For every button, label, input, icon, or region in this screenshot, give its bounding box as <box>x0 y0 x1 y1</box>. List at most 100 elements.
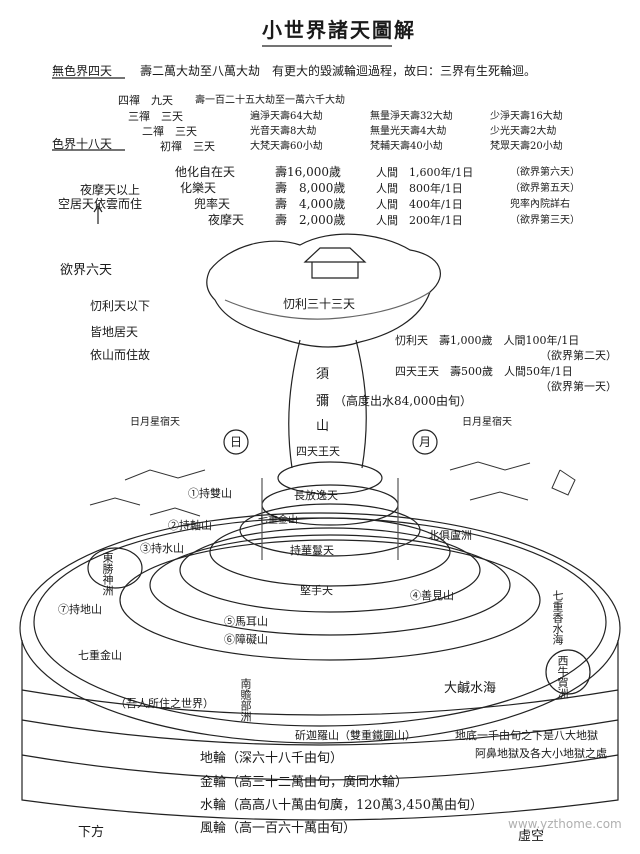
trayastrimsa-label: 忉利三十三天 <box>283 297 356 311</box>
mountain-ring-5 <box>239 503 421 557</box>
sun-label: 日 <box>230 435 243 449</box>
mountain-ring-2 <box>149 534 511 636</box>
desire-heaven-tag: （欲界第三天） <box>510 215 580 226</box>
form-first-c1: 大梵天壽60小劫 <box>250 141 323 152</box>
left-note-line1: 夜摩天以上 <box>80 183 141 197</box>
our-world-note: （吾人所住之世界） <box>115 697 214 710</box>
terrace-label-1: 長放逸天 <box>294 489 338 502</box>
west-continent-outline <box>545 649 591 695</box>
sumeru-char-3: 山 <box>316 419 330 434</box>
sumeru-char-2: 彌 <box>316 394 330 409</box>
trayastrimsa-life-1: 忉利天 壽1,000歲 人間100年/1日 <box>395 334 580 347</box>
desire-heaven-tag: （欲界第五天） <box>510 183 580 194</box>
desire-heaven-name: 夜摩天 <box>208 213 245 227</box>
trayastrimsa-note-2: 皆地居天 <box>90 325 139 339</box>
up-arrow-icon <box>93 204 103 213</box>
desire-heaven-name: 兜率天 <box>194 197 231 211</box>
wheel-band-1 <box>21 689 619 716</box>
iron-ring-outer <box>19 512 621 744</box>
desire-six-label: 欲界六天 <box>60 263 113 278</box>
constellation-left <box>89 469 206 517</box>
terrace-label-3: 堅手天 <box>300 584 333 597</box>
mountain-ring-7 <box>277 461 383 495</box>
south-continent: 南贍部洲 <box>239 678 252 722</box>
desire-heaven-equiv: 人間 400年/1日 <box>376 198 463 211</box>
iron-ring-label: 斫迦羅山（雙重鐵圍山） <box>295 729 416 742</box>
four-kings-life-1: 四天王天 壽500歲 人間50年/1日 <box>395 365 573 378</box>
palace-icon <box>303 247 367 279</box>
desire-heaven-life: 壽16,000歲 <box>275 165 341 179</box>
stars-left-label: 日月星宿天 <box>130 417 180 428</box>
formless-label: 無色界四天 <box>52 64 113 78</box>
terrace-sides <box>261 478 399 560</box>
hell-note-2: 阿鼻地獄及各大小地獄之處 <box>475 747 607 760</box>
moon-icon <box>412 429 438 455</box>
below-label: 下方 <box>78 825 105 840</box>
gold-wheel: 金輪（高三十二萬由旬，廣同水輪） <box>200 775 409 790</box>
void-label: 虛空 <box>518 829 545 844</box>
form-third-c3: 少淨天壽16大劫 <box>490 111 563 122</box>
trayastrimsa-note-3: 依山而住故 <box>90 348 151 362</box>
watermark: www.yzthome.com <box>508 817 622 831</box>
formless-text: 壽二萬大劫至八萬大劫 有更大的毀滅輪迴過程，故曰：三界有生死輪迴。 <box>140 64 537 78</box>
hell-note-1: 地底一千由旬之下是八大地獄 <box>455 729 598 742</box>
form-second-c1: 光音天壽8大劫 <box>250 126 317 137</box>
desire-heaven-life: 壽 8,000歲 <box>275 181 346 195</box>
mountain-ring-3 <box>179 527 481 613</box>
mountain-label-6: ⑥障礙山 <box>224 633 268 646</box>
desire-heaven-life: 壽 2,000歲 <box>275 213 346 227</box>
cloud-rim <box>224 291 431 320</box>
form-third-name: 三禪 三天 <box>128 110 183 123</box>
form-label: 色界十八天 <box>52 137 113 151</box>
mountain-label-3: ③持水山 <box>140 542 184 555</box>
sun-icon <box>223 429 249 455</box>
gold-mountains-inner: 七重金山 <box>258 515 298 526</box>
form-third-c1: 遍淨天壽64大劫 <box>250 111 323 122</box>
sumeru-char-1: 須 <box>316 367 330 382</box>
wheel-band-2 <box>21 719 619 746</box>
mountain-label-7: ⑦持地山 <box>58 603 102 616</box>
gold-mountains-outer: 七重金山 <box>78 649 122 662</box>
desire-heaven-name: 化樂天 <box>180 181 217 195</box>
desire-heaven-name: 他化自在天 <box>175 165 236 179</box>
form-second-c2: 無量光天壽4大劫 <box>370 126 447 137</box>
form-first-c3: 梵眾天壽20小劫 <box>490 141 563 152</box>
wind-wheel: 風輪（高一百六十萬由旬） <box>200 821 357 836</box>
east-continent-outline <box>87 547 143 589</box>
left-note-line2: 空居天依雲而住 <box>58 197 143 211</box>
great-ocean: 大鹹水海 <box>444 681 497 696</box>
wheel-band-3 <box>21 754 619 781</box>
desire-heaven-life: 壽 4,000歲 <box>275 197 346 211</box>
form-second-name: 二禪 三天 <box>142 125 197 138</box>
earth-wheel: 地輪（深六十八千由旬） <box>200 751 344 766</box>
mountain-ring-outer <box>119 539 541 661</box>
west-continent: 西牛賀洲 <box>556 655 569 699</box>
sumeru-stem <box>288 339 367 469</box>
trayastrimsa-cloud <box>206 233 441 348</box>
mountain-label-4: ④善見山 <box>410 589 454 602</box>
page-title: 小世界諸天圖解 <box>262 18 416 42</box>
trayastrimsa-life-2: （欲界第二天） <box>540 349 617 362</box>
east-continent: 東勝神洲 <box>101 552 114 596</box>
mountain-label-5: ⑤馬耳山 <box>224 615 268 628</box>
form-third-c2: 無量淨天壽32大劫 <box>370 111 453 122</box>
desire-heaven-tag: 兜率內院詳右 <box>510 199 570 210</box>
desire-heaven-equiv: 人間 800年/1日 <box>376 182 463 195</box>
form-ninth-life: 壽一百二十五大劫至一萬六千大劫 <box>195 95 345 106</box>
form-first-c2: 梵輔天壽40小劫 <box>370 141 443 152</box>
moon-label: 月 <box>419 435 432 449</box>
constellation-right <box>449 461 576 501</box>
form-first-name: 初禪 三天 <box>160 140 215 153</box>
terrace-label-2: 持華鬘天 <box>290 544 334 557</box>
four-kings-label: 四天王天 <box>296 445 340 458</box>
desire-heaven-equiv: 人間 200年/1日 <box>376 214 463 227</box>
form-ninth-name: 四禪 九天 <box>118 94 173 107</box>
water-wheel: 水輪（高高八十萬由旬廣，120萬3,450萬由旬） <box>200 798 484 813</box>
mountain-ring-4 <box>209 517 451 587</box>
trayastrimsa-note-1: 忉利天以下 <box>90 299 151 313</box>
seven-seas: 七重香水海 <box>551 590 564 645</box>
wheel-cylinder-outline <box>21 640 619 821</box>
four-kings-life-2: （欲界第一天） <box>540 380 617 393</box>
mountain-label-1: ①持雙山 <box>188 487 232 500</box>
stars-right-label: 日月星宿天 <box>462 417 512 428</box>
